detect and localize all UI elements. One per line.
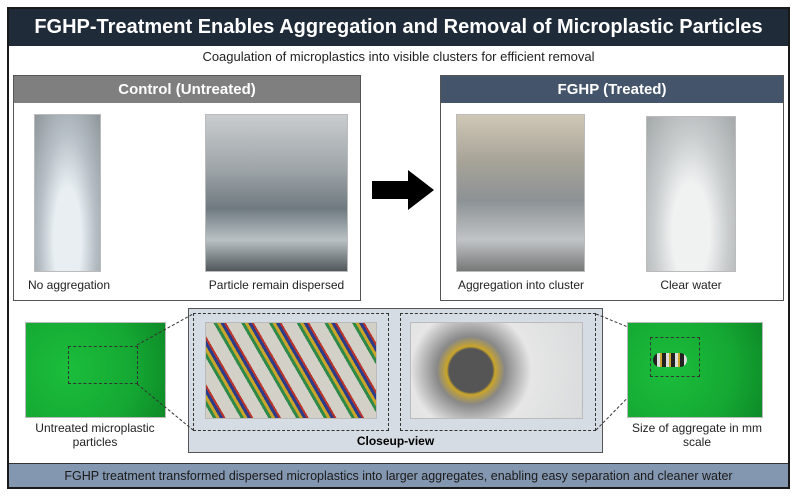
caption-no-aggregation: No aggregation bbox=[27, 278, 111, 292]
control-panel: Control (Untreated) No aggregation Parti… bbox=[13, 75, 361, 301]
control-flask-photo bbox=[34, 114, 101, 272]
caption-clear-water: Clear water bbox=[660, 278, 722, 292]
dispersed-particles-photo bbox=[205, 114, 348, 272]
figure-title: FGHP-Treatment Enables Aggregation and R… bbox=[9, 9, 788, 46]
arrow-right-icon bbox=[372, 170, 434, 210]
aggregation-photo bbox=[456, 114, 585, 272]
figure-frame bbox=[7, 7, 790, 489]
figure-subtitle: Coagulation of microplastics into visibl… bbox=[202, 49, 595, 64]
caption-aggregation: Aggregation into cluster bbox=[457, 278, 585, 292]
control-header: Control (Untreated) bbox=[14, 76, 360, 103]
caption-aggregate-size: Size of aggregate in mm scale bbox=[631, 421, 763, 449]
untreated-ruler-photo bbox=[25, 322, 166, 418]
aggregate-ruler-photo bbox=[627, 322, 763, 418]
closeup-aggregate-photo bbox=[410, 322, 583, 419]
treated-header: FGHP (Treated) bbox=[441, 76, 783, 103]
caption-untreated-particles: Untreated microplastic particles bbox=[35, 421, 155, 449]
caption-dispersed: Particle remain dispersed bbox=[208, 278, 345, 292]
treated-flask-photo bbox=[646, 116, 736, 272]
closeup-label: Closeup-view bbox=[356, 434, 435, 448]
footer-summary: FGHP treatment transformed dispersed mic… bbox=[9, 463, 788, 487]
closeup-panel: Closeup-view bbox=[188, 308, 603, 453]
treated-panel: FGHP (Treated) Aggregation into cluster … bbox=[440, 75, 784, 301]
closeup-dispersed-photo bbox=[205, 322, 377, 419]
